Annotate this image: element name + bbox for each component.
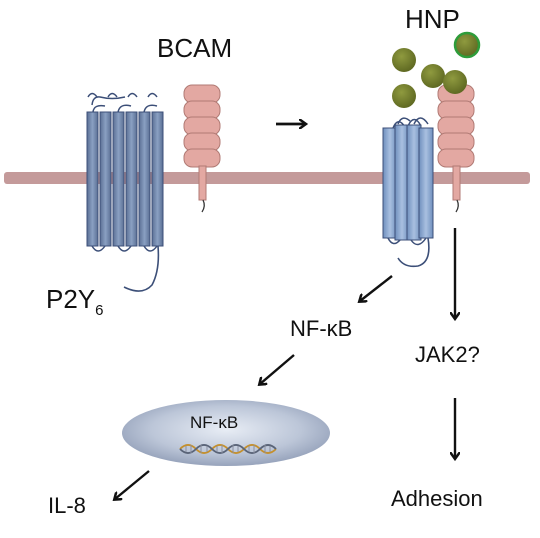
nucleus: [122, 400, 330, 466]
bcam-molecule-left: [183, 84, 221, 213]
il8-label: IL-8: [48, 493, 86, 518]
hnp-particle: [392, 84, 416, 108]
dna-helix-icon: [179, 444, 277, 454]
p2y6-label: P2Y6: [46, 286, 104, 318]
nfkb-nucleus-label: NF-κB: [190, 413, 239, 432]
hnp-particle: [421, 64, 445, 88]
jak2-label: JAK2?: [415, 342, 480, 367]
p2y6-receptor-right: [382, 117, 434, 268]
bcam-molecule-right: [437, 84, 475, 213]
bcam-label: BCAM: [157, 33, 233, 63]
nfkb-cytoplasm-label: NF-κB: [290, 316, 353, 341]
hnp-particle: [443, 70, 467, 94]
p2y6-label-main: P2Y: [46, 284, 96, 314]
adhesion-label: Adhesion: [391, 486, 483, 511]
hnp-particles: [392, 31, 481, 108]
hnp-particle-highlighted: [453, 31, 481, 59]
arrow-to-nucleus: [260, 354, 295, 384]
p2y6-receptor-left: [86, 92, 164, 292]
cell-membrane: [4, 172, 530, 184]
arrow-to-nfkb: [360, 275, 393, 301]
p2y6-label-subscript: 6: [95, 302, 104, 319]
hnp-label: HNP: [405, 4, 460, 34]
hnp-particle: [392, 48, 416, 72]
arrow-to-il8: [115, 470, 150, 499]
